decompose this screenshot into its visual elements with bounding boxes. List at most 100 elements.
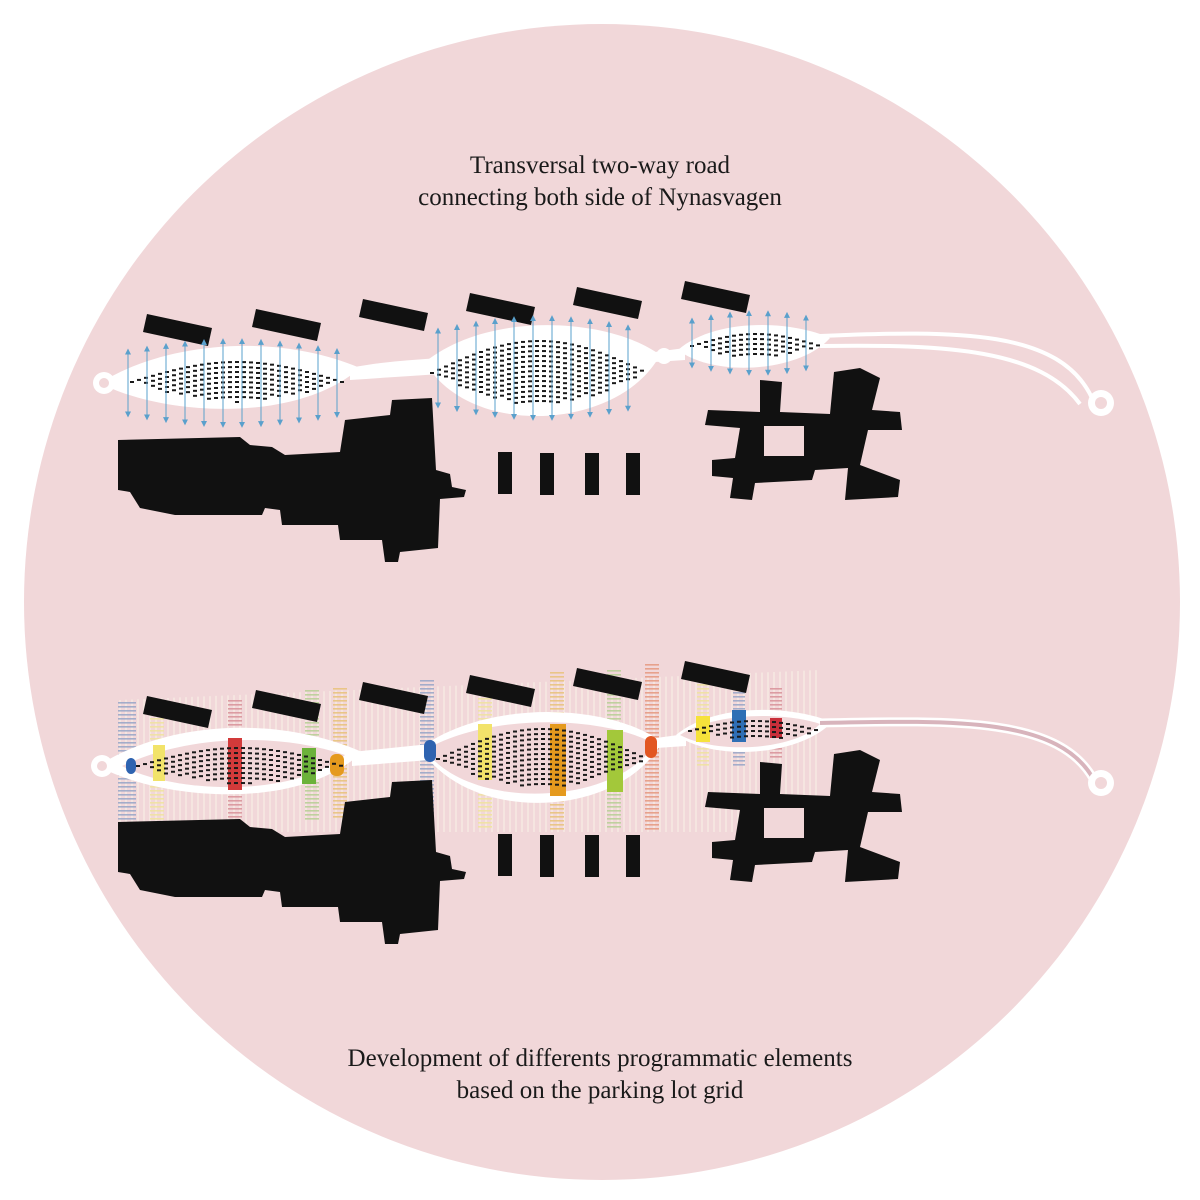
parking-stall: [702, 726, 706, 729]
parking-stall: [723, 732, 727, 735]
parking-stall: [200, 393, 204, 396]
parking-stall: [618, 746, 622, 749]
program-field-stripe: [305, 802, 319, 804]
parking-stall: [150, 761, 154, 764]
parking-stall: [597, 748, 601, 751]
parking-stall: [577, 350, 581, 353]
parking-stall: [206, 779, 210, 782]
parking-stall: [451, 377, 455, 380]
parking-stall: [228, 366, 232, 369]
parking-stall: [697, 342, 701, 345]
parking-stall: [598, 381, 602, 384]
program-field-stripe: [150, 794, 164, 796]
parking-stall: [604, 750, 608, 753]
parking-stall: [753, 348, 757, 351]
parking-stall: [521, 385, 525, 388]
parking-stall: [479, 390, 483, 393]
program-field-stripe: [645, 732, 659, 734]
program-field-stripe: [118, 742, 136, 744]
program-field-stripe: [607, 714, 621, 716]
parking-stall: [534, 743, 538, 746]
parking-stall: [556, 351, 560, 354]
parking-stall: [576, 762, 580, 765]
program-field-stripe: [645, 824, 659, 826]
parking-stall: [479, 380, 483, 383]
parking-stall: [556, 361, 560, 364]
parking-stall: [534, 753, 538, 756]
parking-stall: [234, 752, 238, 755]
parking-stall: [528, 385, 532, 388]
program-field-stripe: [305, 790, 319, 792]
parking-stall: [521, 395, 525, 398]
parking-stall: [598, 376, 602, 379]
caption-top: Transversal two-way road connecting both…: [0, 150, 1200, 214]
parking-stall: [228, 381, 232, 384]
parking-stall: [760, 353, 764, 356]
parking-stall: [228, 361, 232, 364]
program-field-stripe: [420, 692, 434, 694]
parking-stall: [534, 738, 538, 741]
parking-stall: [772, 731, 776, 734]
parking-stall: [577, 345, 581, 348]
parking-stall: [458, 379, 462, 382]
caption-bottom-line2: based on the parking lot grid: [456, 1077, 744, 1104]
parking-stall: [619, 370, 623, 373]
parking-stall: [220, 752, 224, 755]
parking-stall: [541, 743, 545, 746]
parking-stall: [709, 730, 713, 733]
parking-stall: [499, 778, 503, 781]
program-field-stripe: [550, 680, 564, 682]
parking-stall: [730, 721, 734, 724]
program-field-stripe: [645, 720, 659, 722]
parking-stall: [199, 765, 203, 768]
program-field-stripe: [333, 716, 347, 718]
parking-stall: [464, 750, 468, 753]
parking-stall: [297, 763, 301, 766]
parking-stall: [186, 381, 190, 384]
parking-stall: [584, 352, 588, 355]
parking-stall: [305, 371, 309, 373]
parking-stall: [444, 375, 448, 378]
parking-stall: [548, 758, 552, 761]
parking-stall: [520, 779, 524, 782]
parking-stall: [500, 379, 504, 382]
parking-stall: [207, 387, 211, 390]
parking-stall: [472, 358, 476, 361]
parking-stall: [472, 383, 476, 386]
program-field-stripe: [228, 804, 242, 806]
parking-stall: [534, 773, 538, 776]
parking-stall: [227, 762, 231, 765]
parking-stall: [605, 379, 609, 382]
parking-stall: [598, 366, 602, 369]
program-field-stripe: [305, 726, 319, 728]
parking-stall: [325, 760, 329, 763]
parking-stall: [235, 386, 239, 388]
courtyard: [764, 808, 804, 838]
parking-stall: [479, 370, 483, 373]
program-field-stripe: [478, 802, 492, 804]
parking-stall: [802, 340, 806, 343]
bar-building: [252, 690, 321, 722]
program-field-stripe: [333, 792, 347, 794]
parking-stall: [788, 336, 792, 339]
parking-stall: [535, 395, 539, 398]
bar-building: [573, 668, 642, 700]
parking-stall: [178, 754, 182, 757]
parking-stall: [500, 374, 504, 377]
program-field-stripe: [333, 816, 347, 818]
parking-stall: [235, 401, 239, 403]
parking-stall: [199, 750, 203, 753]
parking-stall: [179, 372, 183, 375]
bar-building: [573, 287, 642, 319]
parking-stall: [500, 389, 504, 392]
parking-stall: [213, 768, 217, 771]
program-field-stripe: [607, 698, 621, 700]
parking-stall: [311, 767, 315, 770]
building-small: [585, 453, 599, 495]
parking-stall: [214, 391, 218, 394]
parking-stall: [514, 376, 518, 379]
program-field-stripe: [645, 692, 659, 694]
parking-stall: [486, 348, 490, 351]
parking-stall: [157, 764, 161, 767]
parking-stall: [597, 738, 601, 741]
